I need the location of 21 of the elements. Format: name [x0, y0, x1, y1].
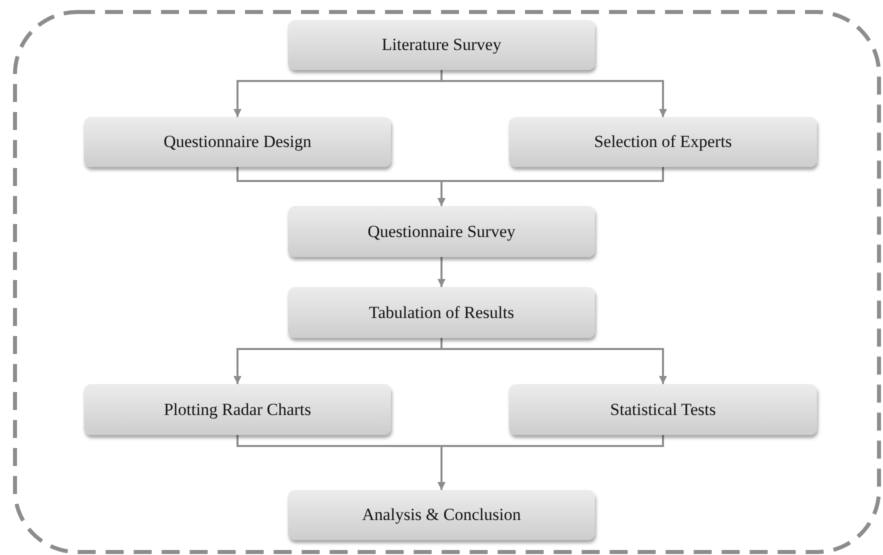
connector-arrow — [440, 70, 667, 117]
step-label: Questionnaire Survey — [368, 222, 516, 242]
step-label: Tabulation of Results — [368, 302, 514, 322]
connector-arrow — [438, 435, 664, 490]
process-box — [84, 384, 391, 435]
step-label: Selection of Experts — [594, 132, 732, 152]
process-box — [509, 384, 817, 435]
connector-arrow — [438, 257, 446, 287]
process-box — [84, 117, 391, 167]
step-label: Questionnaire Design — [164, 132, 312, 152]
step-label: Plotting Radar Charts — [164, 400, 312, 420]
connector-arrow — [440, 338, 667, 384]
step-label: Statistical Tests — [610, 400, 716, 420]
process-box — [288, 490, 595, 540]
step-label: Literature Survey — [382, 35, 502, 55]
connector-arrow — [438, 167, 664, 206]
process-box — [288, 20, 595, 70]
process-box — [509, 117, 817, 167]
step-label: Analysis & Conclusion — [362, 505, 521, 525]
process-box — [288, 206, 595, 257]
process-box — [288, 287, 595, 338]
